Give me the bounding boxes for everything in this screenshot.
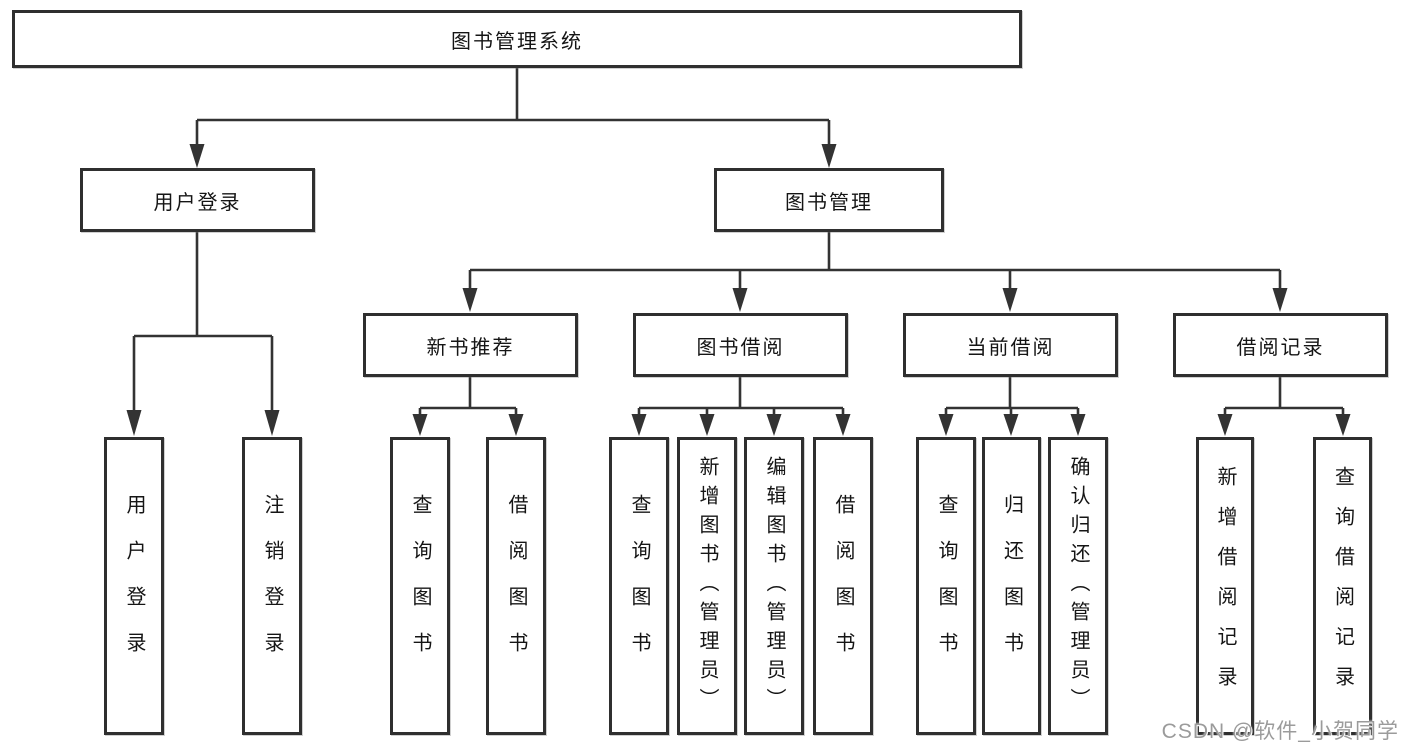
- leaf-label: 确认归还（管理员）: [1067, 455, 1089, 717]
- leaf-label: 借阅图书: [505, 494, 527, 678]
- node-label: 图书管理: [785, 191, 873, 214]
- leaf-query-borrow-record: 查询借阅记录: [1313, 437, 1372, 735]
- leaf-label: 查询借阅记录: [1331, 466, 1354, 706]
- leaf-logout: 注销登录: [242, 437, 302, 735]
- leaf-borrow-query-books: 查询图书: [609, 437, 669, 735]
- leaf-label: 编辑图书（管理员）: [763, 455, 785, 717]
- node-label: 用户登录: [153, 191, 242, 214]
- leaf-recommend-borrow-books: 借阅图书: [486, 437, 546, 735]
- leaf-label: 用户登录: [123, 494, 145, 678]
- leaf-borrow-borrow-books: 借阅图书: [813, 437, 873, 735]
- leaf-add-books-admin: 新增图书（管理员）: [677, 437, 737, 735]
- connector-root-to-level2: [189, 68, 837, 168]
- connector-current-borrow-children: [938, 377, 1086, 436]
- leaf-label: 借阅图书: [832, 494, 854, 678]
- node-borrow-records: 借阅记录: [1173, 313, 1388, 377]
- node-new-book-recommend: 新书推荐: [363, 313, 578, 377]
- leaf-label: 查询图书: [628, 494, 650, 678]
- leaf-label: 查询图书: [935, 494, 957, 678]
- connector-user-login-children: [126, 232, 280, 436]
- node-label: 新书推荐: [426, 336, 515, 359]
- leaf-label: 注销登录: [261, 494, 283, 678]
- node-book-borrow: 图书借阅: [633, 313, 848, 377]
- node-current-borrow: 当前借阅: [903, 313, 1118, 377]
- leaf-current-query-books: 查询图书: [916, 437, 976, 735]
- leaf-recommend-query-books: 查询图书: [390, 437, 450, 735]
- leaf-user-login: 用户登录: [104, 437, 164, 735]
- leaf-label: 新增借阅记录: [1214, 466, 1236, 706]
- connector-new-book-recommend-children: [412, 377, 524, 436]
- node-user-login: 用户登录: [80, 168, 315, 232]
- node-label: 借阅记录: [1236, 336, 1325, 359]
- node-label: 图书借阅: [696, 336, 785, 359]
- node-root: 图书管理系统: [12, 10, 1022, 68]
- leaf-return-books: 归还图书: [982, 437, 1041, 735]
- leaf-label: 查询图书: [409, 494, 431, 678]
- leaf-confirm-return-admin: 确认归还（管理员）: [1048, 437, 1108, 735]
- node-label: 当前借阅: [966, 336, 1055, 359]
- connector-book-borrow-children: [631, 377, 851, 436]
- leaf-label: 新增图书（管理员）: [696, 455, 718, 717]
- csdn-watermark: CSDN @软件_小贺同学: [1161, 720, 1399, 743]
- connector-borrow-records-children: [1217, 377, 1351, 436]
- leaf-edit-books-admin: 编辑图书（管理员）: [744, 437, 804, 735]
- node-book-management: 图书管理: [714, 168, 944, 232]
- node-label: 图书管理系统: [451, 30, 583, 53]
- leaf-label: 归还图书: [1000, 494, 1023, 678]
- leaf-add-borrow-record: 新增借阅记录: [1196, 437, 1254, 735]
- connector-book-management-children: [462, 232, 1288, 312]
